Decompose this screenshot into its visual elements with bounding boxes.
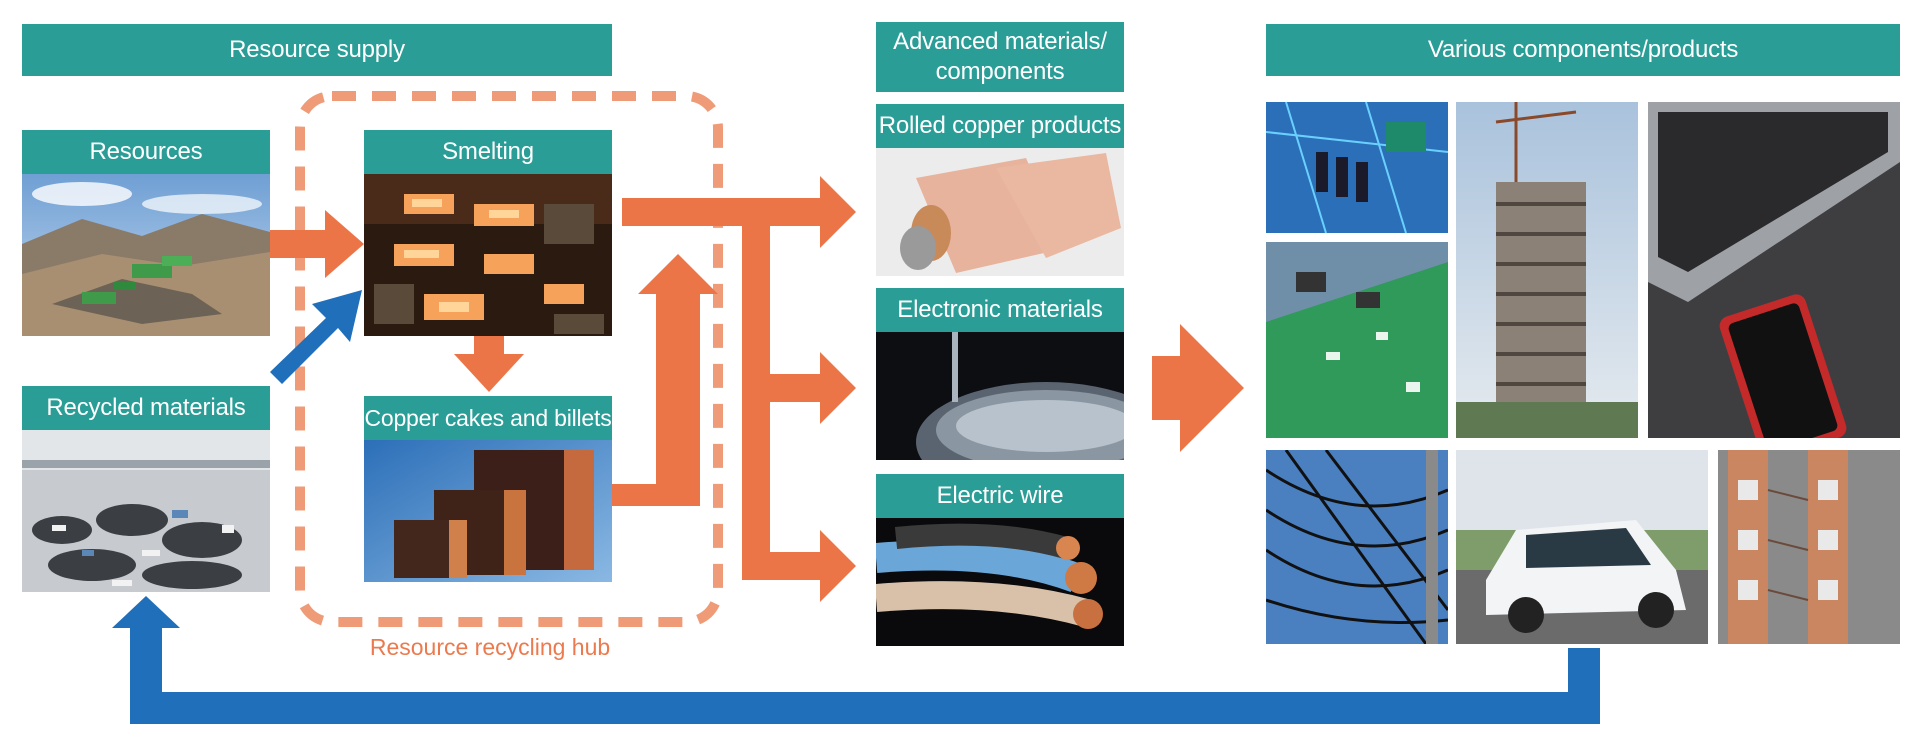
smelting-to-branch-line — [622, 198, 812, 226]
pcb-closeup-image — [1266, 242, 1448, 438]
smelting-to-cakes-arrow — [454, 336, 524, 392]
electric-wire-label: Electric wire — [876, 474, 1124, 518]
to-electronic-materials-arrow — [770, 352, 856, 424]
various-products-header: Various components/products — [1266, 24, 1900, 76]
electronic-materials-image — [876, 332, 1124, 460]
laptop-smartphone-image — [1648, 102, 1900, 438]
copper-cakes-label: Copper cakes and billets — [364, 396, 612, 440]
rolled-copper-image — [876, 148, 1124, 276]
recycled-materials-label: Recycled materials — [22, 386, 270, 430]
copper-cakes-image — [364, 440, 612, 582]
advanced-materials-header: Advanced materials/ components — [876, 22, 1124, 92]
recycled-materials-image — [22, 430, 270, 592]
resources-label: Resources — [22, 130, 270, 174]
cakes-upward-arrow — [612, 254, 718, 506]
resource-recycling-hub-label: Resource recycling hub — [369, 634, 611, 660]
rolled-copper-label: Rolled copper products — [876, 104, 1124, 148]
lead-frame-image — [1718, 450, 1900, 644]
to-rolled-copper-arrow — [770, 176, 856, 248]
resource-supply-header: Resource supply — [22, 24, 612, 76]
smelting-label: Smelting — [364, 130, 612, 174]
to-electric-wire-arrow — [770, 530, 856, 602]
electronic-materials-label: Electronic materials — [876, 288, 1124, 332]
smelting-image — [364, 174, 612, 336]
circuit-board-image — [1266, 102, 1448, 233]
suv-car-image — [1456, 450, 1708, 644]
building-construction-image — [1456, 102, 1638, 438]
resources-image — [22, 174, 270, 336]
power-lines-image — [1266, 450, 1448, 644]
branch-vertical-line — [742, 198, 770, 580]
resources-to-smelting-arrow — [270, 210, 364, 278]
to-products-arrow — [1152, 324, 1244, 452]
electric-wire-image — [876, 518, 1124, 646]
recycled-to-smelting-arrow — [270, 290, 362, 384]
